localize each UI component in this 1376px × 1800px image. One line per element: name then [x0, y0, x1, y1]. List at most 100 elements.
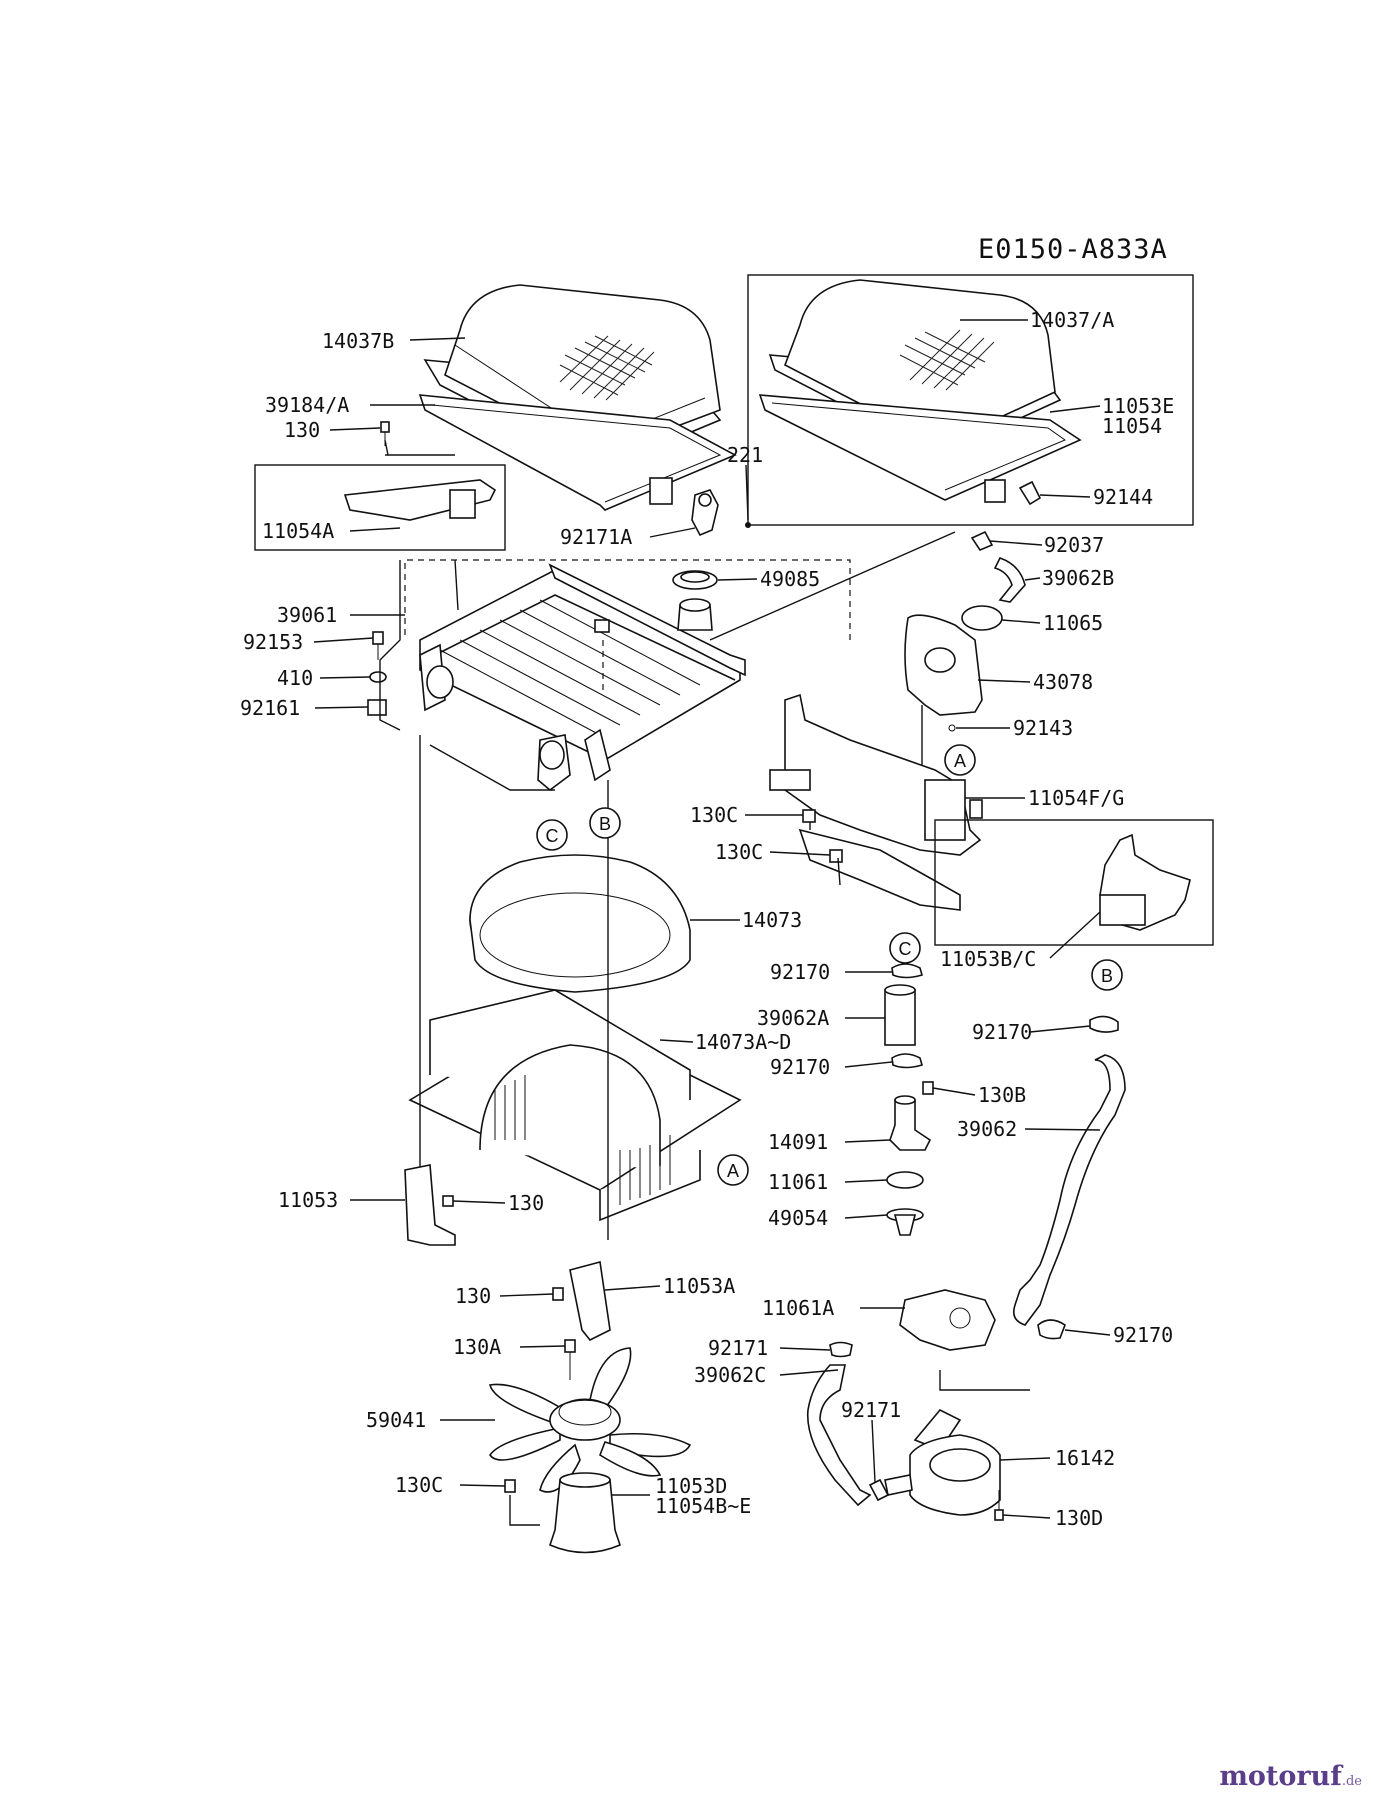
clip-92144	[1018, 480, 1042, 506]
bolt-130c-3	[504, 1479, 516, 1493]
bolt-92153	[372, 631, 384, 660]
label-92170-4: 92170	[1113, 1323, 1173, 1347]
label-16142: 16142	[1055, 1446, 1115, 1470]
leader-lines	[313, 319, 1111, 1519]
bracket-11054a	[343, 479, 497, 521]
latch-92171A	[691, 489, 719, 537]
label-49085: 49085	[760, 567, 820, 591]
label-130-mid: 130	[455, 1284, 491, 1308]
radiator-cap-49085	[672, 570, 718, 590]
label-130b: 130B	[978, 1083, 1026, 1107]
label-11065: 11065	[1043, 611, 1103, 635]
label-39062: 39062	[957, 1117, 1017, 1141]
ref-circle-a-2: A	[717, 1154, 749, 1186]
label-14073ad: 14073A~D	[695, 1030, 791, 1054]
nut-92161	[367, 699, 387, 716]
label-11054a: 11054A	[262, 519, 334, 543]
thermostat-49054	[886, 1208, 924, 1236]
svg-text:B: B	[599, 814, 611, 834]
label-14037a: 14037/A	[1030, 308, 1114, 332]
clamp-92171-1	[829, 1341, 853, 1358]
radiator-frame-right	[758, 394, 1082, 503]
label-130-left: 130	[508, 1191, 544, 1215]
label-59041: 59041	[366, 1408, 426, 1432]
ref-circle-a-1: A	[944, 744, 976, 776]
label-39184a: 39184/A	[265, 393, 349, 417]
label-11053e: 11053E	[1102, 394, 1174, 418]
thermostat-housing-14091	[889, 1095, 932, 1151]
water-pump-16142	[884, 1409, 1001, 1516]
svg-text:C: C	[546, 826, 559, 846]
bracket-11053bc	[1099, 833, 1191, 931]
clamp-92170-4	[1037, 1319, 1066, 1340]
label-92144: 92144	[1093, 485, 1153, 509]
clamp-92170-2	[891, 1053, 923, 1069]
cap-11065	[961, 605, 1003, 631]
label-11053bc: 11053B/C	[940, 947, 1036, 971]
label-49054: 49054	[768, 1206, 828, 1230]
label-39062c: 39062C	[694, 1363, 766, 1387]
hose-39062	[1012, 1054, 1126, 1326]
label-43078: 43078	[1033, 670, 1093, 694]
label-14073: 14073	[742, 908, 802, 932]
label-92171-1: 92171	[708, 1336, 768, 1360]
hose-39062b	[993, 557, 1026, 603]
label-11054: 11054	[1102, 414, 1162, 438]
label-130c-1: 130C	[690, 803, 738, 827]
label-11053: 11053	[278, 1188, 338, 1212]
label-130c-3: 130C	[395, 1473, 443, 1497]
bolt-130c-2	[829, 849, 843, 863]
brand-watermark: motoruf.de	[1219, 1761, 1362, 1792]
grommet-92143	[948, 724, 956, 732]
label-92170-1: 92170	[770, 960, 830, 984]
hose-39062a	[884, 984, 916, 1046]
radiator-frame-left	[418, 394, 737, 511]
washer-410	[369, 671, 387, 683]
bolt-130b	[922, 1081, 934, 1095]
svg-text:B: B	[1101, 966, 1113, 986]
label-221: 221	[727, 443, 763, 467]
label-11061a: 11061A	[762, 1296, 834, 1320]
label-11054be: 11054B~E	[655, 1494, 751, 1518]
fan-59041	[489, 1347, 692, 1493]
gasket-11061	[886, 1171, 924, 1189]
gasket-11061a	[899, 1289, 996, 1351]
label-92153: 92153	[243, 630, 303, 654]
svg-text:A: A	[954, 751, 966, 771]
bracket-11053	[404, 1164, 456, 1246]
clamp-92170-3	[1089, 1015, 1119, 1033]
bolt-130-left	[442, 1195, 454, 1207]
label-11053a: 11053A	[663, 1274, 735, 1298]
label-92171a: 92171A	[560, 525, 632, 549]
brand-suffix: .de	[1341, 1774, 1362, 1789]
ref-circle-b-1: B	[589, 807, 621, 839]
label-11061: 11061	[768, 1170, 828, 1194]
ref-circle-b-2: B	[1091, 959, 1123, 991]
reservoir-43078	[904, 614, 983, 716]
filler-neck	[677, 598, 713, 631]
bolt-130-top	[380, 421, 390, 446]
inset-box-14037a	[747, 274, 1194, 526]
bolt-130a	[564, 1339, 576, 1380]
label-410: 410	[277, 666, 313, 690]
label-11053d: 11053D	[655, 1474, 727, 1498]
clamp-92170-1	[891, 963, 923, 979]
diagram-code: E0150-A833A	[978, 234, 1168, 265]
label-92171-2: 92171	[841, 1398, 901, 1422]
label-39062b: 39062B	[1042, 566, 1114, 590]
fan-shroud-14073	[469, 854, 691, 993]
label-39062a: 39062A	[757, 1006, 829, 1030]
label-11054fg: 11054F/G	[1028, 786, 1124, 810]
label-39061: 39061	[277, 603, 337, 627]
label-130: 130	[284, 418, 320, 442]
bolt-130c-1	[802, 809, 816, 823]
label-92143: 92143	[1013, 716, 1073, 740]
label-130d: 130D	[1055, 1506, 1103, 1530]
hose-39062c	[806, 1364, 872, 1507]
label-92037: 92037	[1044, 533, 1104, 557]
ref-circle-c-2: C	[889, 932, 921, 964]
part-labels: 14037B 39184/A 130 11054A 221 92171A 140…	[240, 308, 1174, 1530]
radiator-group-bracket	[404, 559, 851, 640]
svg-text:A: A	[727, 1161, 739, 1181]
spacer-11053d	[549, 1472, 621, 1554]
